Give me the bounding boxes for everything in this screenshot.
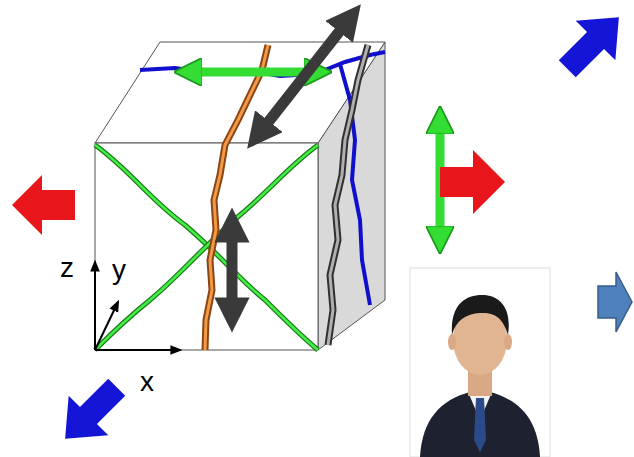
load-arrow [440,150,505,214]
cube-top-face [95,42,385,143]
stress-arrow [227,225,238,315]
crack [205,45,268,350]
stress-arrow [258,18,350,135]
axis-line [94,262,96,350]
axis-line [95,302,118,350]
crack [328,45,368,345]
axis-label: z [60,252,74,284]
axis-label: y [112,254,126,286]
next-arrow [598,272,632,332]
load-arrow [45,367,136,457]
axis-line [95,349,180,351]
crack [328,45,368,345]
load-arrow [547,0,634,89]
crack [205,45,268,350]
crack [140,52,385,305]
load-arrow [12,175,75,235]
portrait-photo [410,268,550,457]
axis-label: x [140,366,154,398]
